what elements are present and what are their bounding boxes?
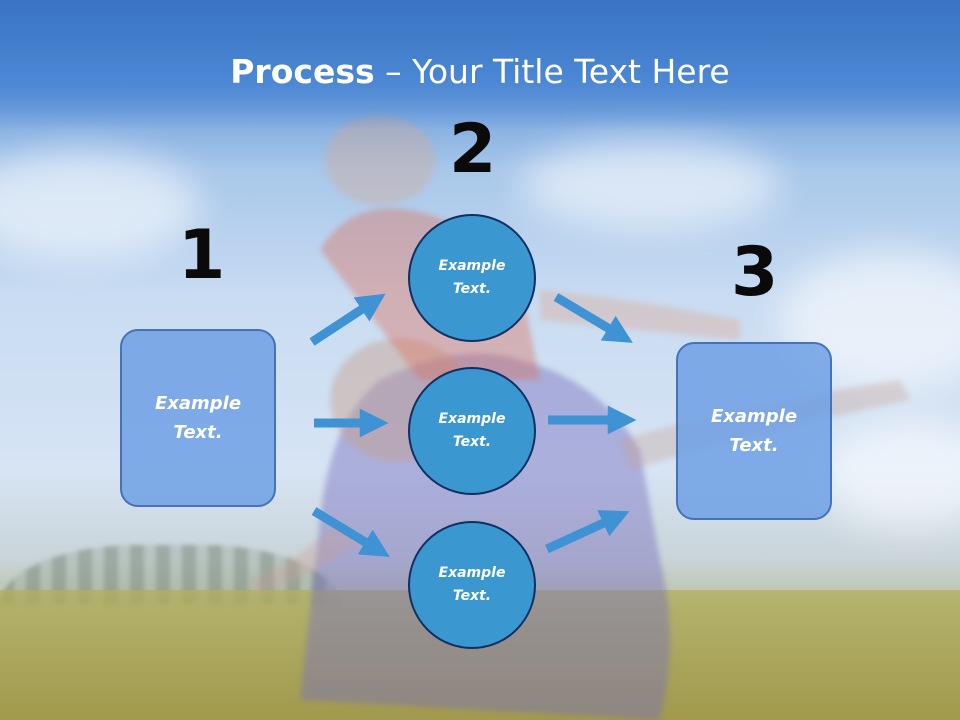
step-2-circle-middle: Example Text. [408, 367, 536, 495]
arrow-1-to-bottom [311, 507, 390, 557]
title-bold: Process [230, 52, 375, 91]
step-3-box: Example Text. [676, 342, 832, 520]
slide-title: Process – Your Title Text Here [0, 52, 960, 91]
arrow-top-to-3 [553, 293, 633, 343]
step-number-3: 3 [731, 233, 779, 312]
step-1-box: Example Text. [120, 329, 276, 507]
title-rest: – Your Title Text Here [374, 52, 730, 91]
arrow-bottom-to-3 [545, 510, 630, 554]
arrow-1-to-top [309, 293, 386, 346]
step-number-1: 1 [178, 216, 226, 295]
step-2-circle-bottom: Example Text. [408, 521, 536, 649]
step-2-circle-top: Example Text. [408, 214, 536, 342]
title-band [0, 0, 960, 130]
step-number-2: 2 [449, 110, 497, 189]
